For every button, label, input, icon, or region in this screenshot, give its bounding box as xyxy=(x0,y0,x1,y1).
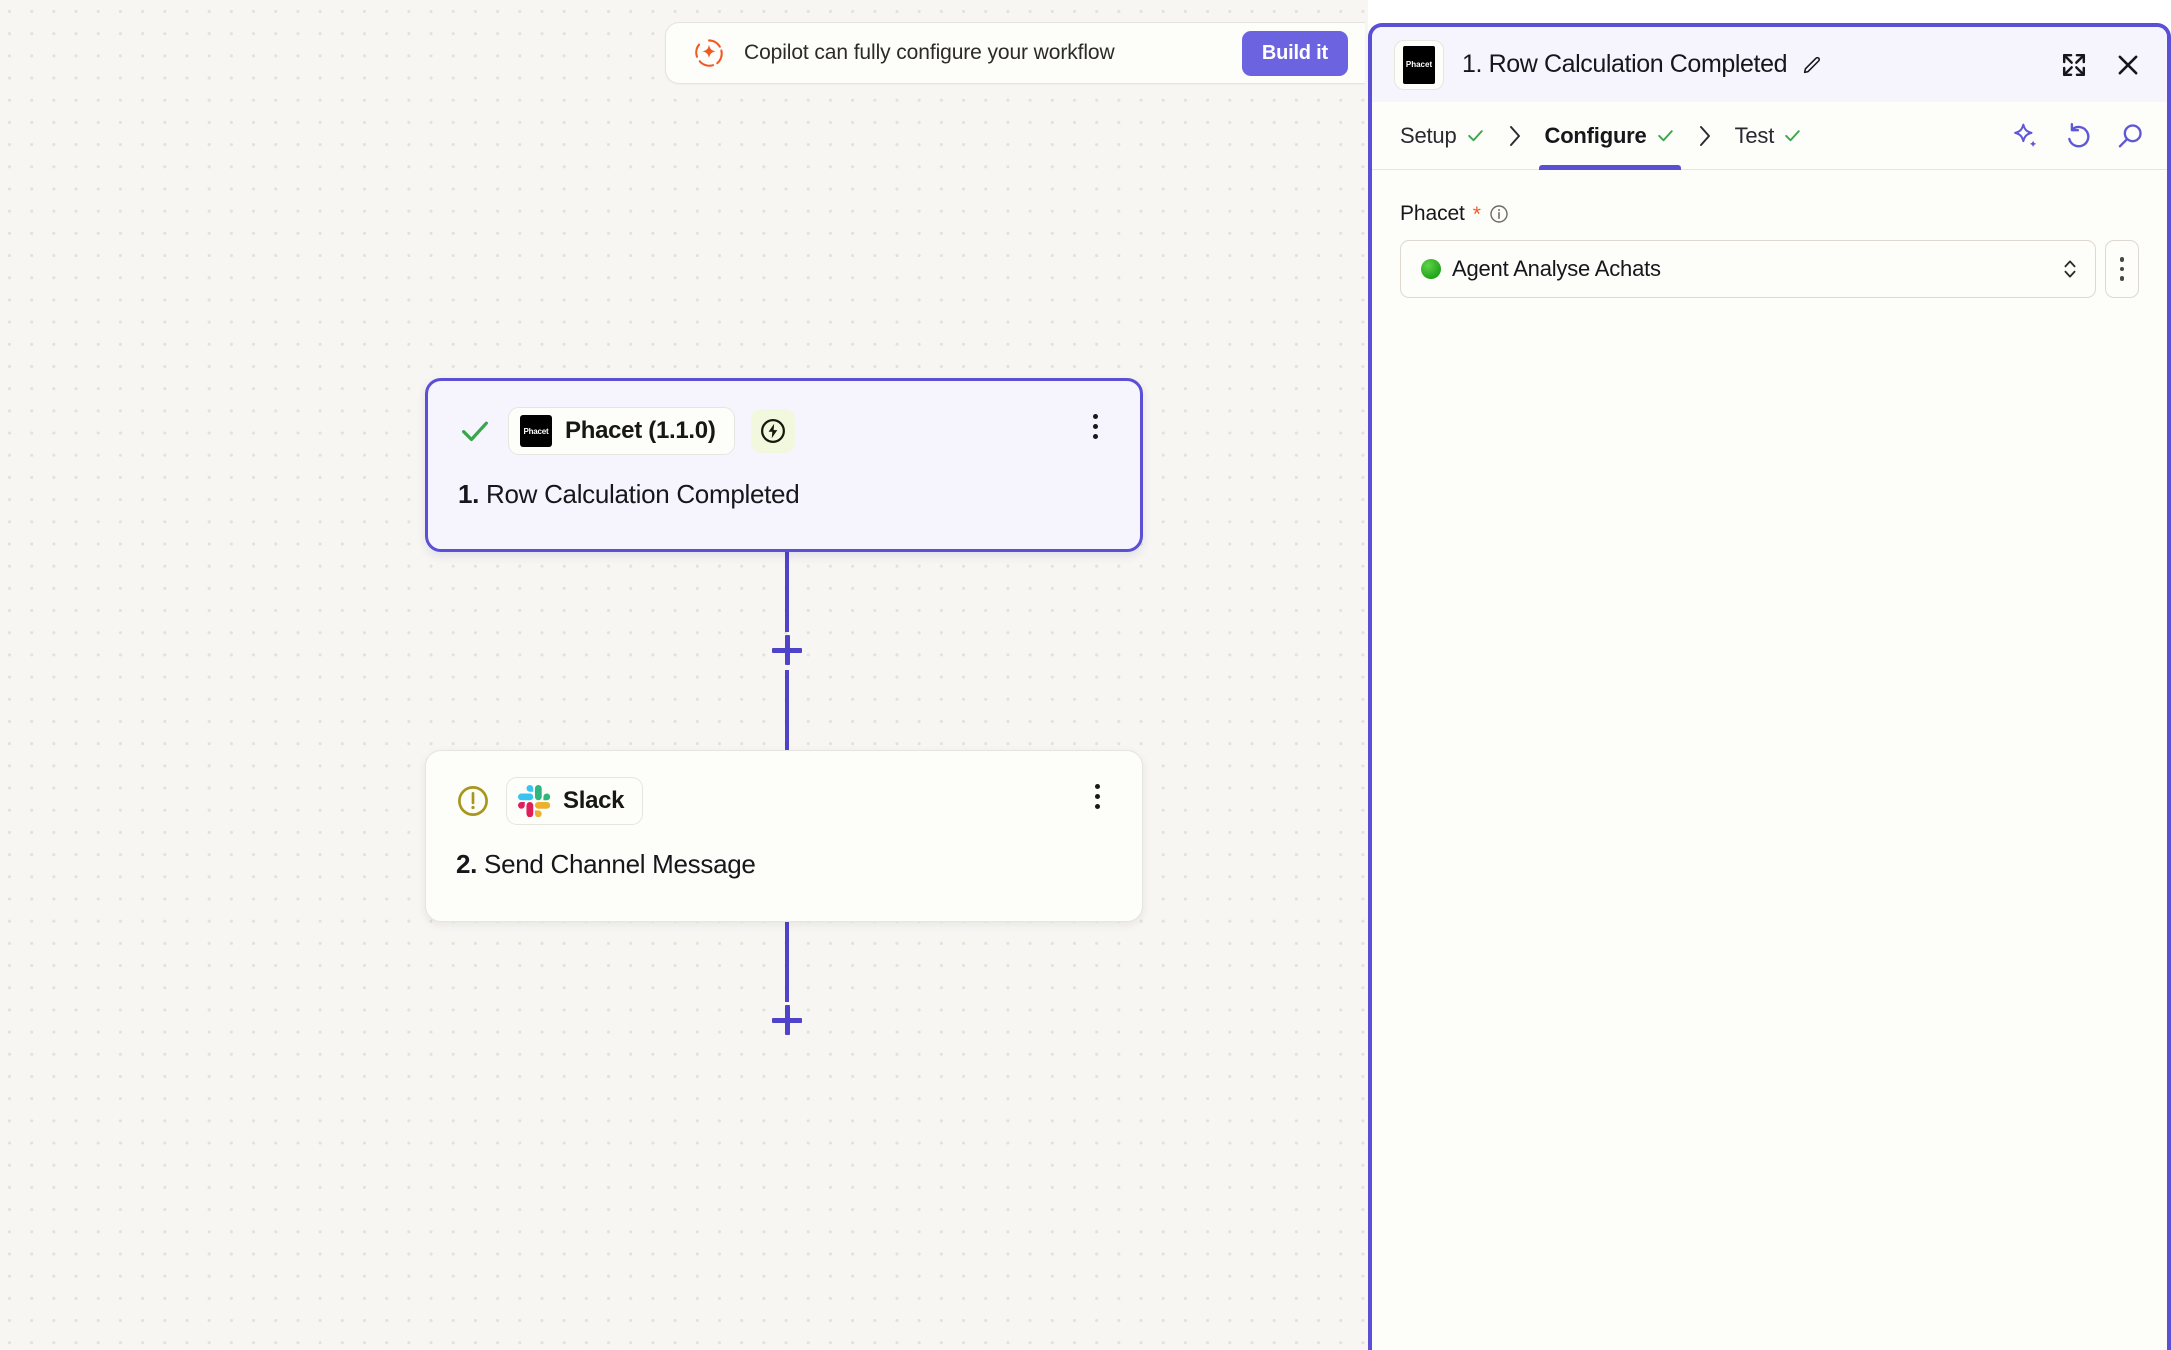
phacet-logo-text: Phacet xyxy=(1403,45,1435,84)
connector-line-tail xyxy=(785,922,789,1002)
phacet-select-value: Agent Analyse Achats xyxy=(1452,256,1661,281)
tab-setup[interactable]: Setup xyxy=(1394,102,1491,169)
panel-header: Phacet 1. Row Calculation Completed xyxy=(1372,27,2167,102)
connector-line-upper xyxy=(785,552,789,632)
panel-tab-actions xyxy=(2011,121,2145,151)
chevron-up-down-icon[interactable] xyxy=(2061,256,2079,282)
workflow-node-1[interactable]: Phacet Phacet (1.1.0) 1. Row Calculation… xyxy=(425,378,1143,552)
warning-exclamation-icon xyxy=(458,786,488,816)
phacet-logo-icon: Phacet xyxy=(520,415,552,447)
check-icon xyxy=(1467,130,1483,142)
close-x-icon[interactable] xyxy=(2114,51,2142,79)
node-1-step-number: 1. xyxy=(458,479,480,509)
ai-sparkle-icon[interactable] xyxy=(2011,121,2041,151)
search-magnifier-icon[interactable] xyxy=(2115,121,2145,151)
node-2-app-chip[interactable]: Slack xyxy=(506,777,644,825)
node-2-title: 2. Send Channel Message xyxy=(456,849,1112,880)
build-it-button[interactable]: Build it xyxy=(1241,30,1348,76)
tab-configure-label: Configure xyxy=(1544,122,1647,148)
step-detail-panel: Phacet 1. Row Calculation Completed xyxy=(1368,23,2171,1350)
node-2-header: Slack xyxy=(456,777,1112,825)
panel-tabbar: Setup Configure xyxy=(1372,102,2167,170)
panel-body: Phacet * Agent Analyse Achats xyxy=(1372,170,2167,330)
node-2-menu-button[interactable] xyxy=(1082,779,1112,813)
phacet-field-label-row: Phacet * xyxy=(1400,202,2139,226)
expand-fullscreen-icon[interactable] xyxy=(2060,51,2088,79)
node-1-app-name: Phacet (1.1.0) xyxy=(565,417,716,444)
node-1-menu-button[interactable] xyxy=(1080,409,1110,443)
check-icon xyxy=(462,421,488,442)
node-1-header: Phacet Phacet (1.1.0) xyxy=(458,407,1110,455)
panel-header-actions xyxy=(2060,51,2142,79)
undo-refresh-icon[interactable] xyxy=(2063,121,2093,151)
node-1-title: 1. Row Calculation Completed xyxy=(458,479,1110,510)
node-2-app-name: Slack xyxy=(563,787,625,814)
phacet-logo-text: Phacet xyxy=(523,426,549,436)
phacet-select[interactable]: Agent Analyse Achats xyxy=(1400,240,2096,298)
lightning-trigger-icon xyxy=(760,419,785,443)
trigger-badge xyxy=(750,409,795,453)
check-icon xyxy=(1785,130,1800,142)
check-icon xyxy=(1657,130,1673,142)
add-step-button-1[interactable] xyxy=(767,630,807,670)
tab-separator-1 xyxy=(1491,123,1539,149)
add-step-button-2[interactable] xyxy=(767,1000,807,1040)
tab-test[interactable]: Test xyxy=(1729,102,1809,169)
info-circle-icon[interactable] xyxy=(1489,204,1509,224)
node-1-app-chip[interactable]: Phacet Phacet (1.1.0) xyxy=(508,407,735,455)
copilot-banner: Copilot can fully configure your workflo… xyxy=(665,22,1365,84)
connector-line-lower xyxy=(785,670,789,750)
status-dot-online xyxy=(1421,259,1441,279)
node-1-title-text: Row Calculation Completed xyxy=(486,479,800,509)
phacet-field-label: Phacet xyxy=(1400,202,1465,225)
node-2-step-number: 2. xyxy=(456,849,478,879)
tab-configure[interactable]: Configure xyxy=(1538,102,1681,170)
tab-test-label: Test xyxy=(1734,122,1775,148)
chevron-right-icon xyxy=(1509,125,1520,146)
workflow-node-2[interactable]: Slack 2. Send Channel Message xyxy=(425,750,1143,922)
panel-title: 1. Row Calculation Completed xyxy=(1462,50,1788,78)
node-2-title-text: Send Channel Message xyxy=(484,849,756,879)
workflow-canvas[interactable]: Phacet Phacet (1.1.0) 1. Row Calculation… xyxy=(0,0,1368,1350)
pencil-icon[interactable] xyxy=(1801,54,1823,76)
slack-logo-icon xyxy=(518,785,550,817)
phacet-field-row: Agent Analyse Achats xyxy=(1400,240,2139,298)
copilot-star-icon xyxy=(695,39,723,67)
chevron-right-icon xyxy=(1699,125,1710,146)
phacet-field-menu-button[interactable] xyxy=(2105,240,2139,298)
tab-setup-label: Setup xyxy=(1400,122,1457,148)
copilot-message: Copilot can fully configure your workflo… xyxy=(744,41,1115,64)
tab-separator-2 xyxy=(1681,123,1729,149)
phacet-logo-icon: Phacet xyxy=(1394,39,1444,90)
required-marker: * xyxy=(1472,202,1481,226)
